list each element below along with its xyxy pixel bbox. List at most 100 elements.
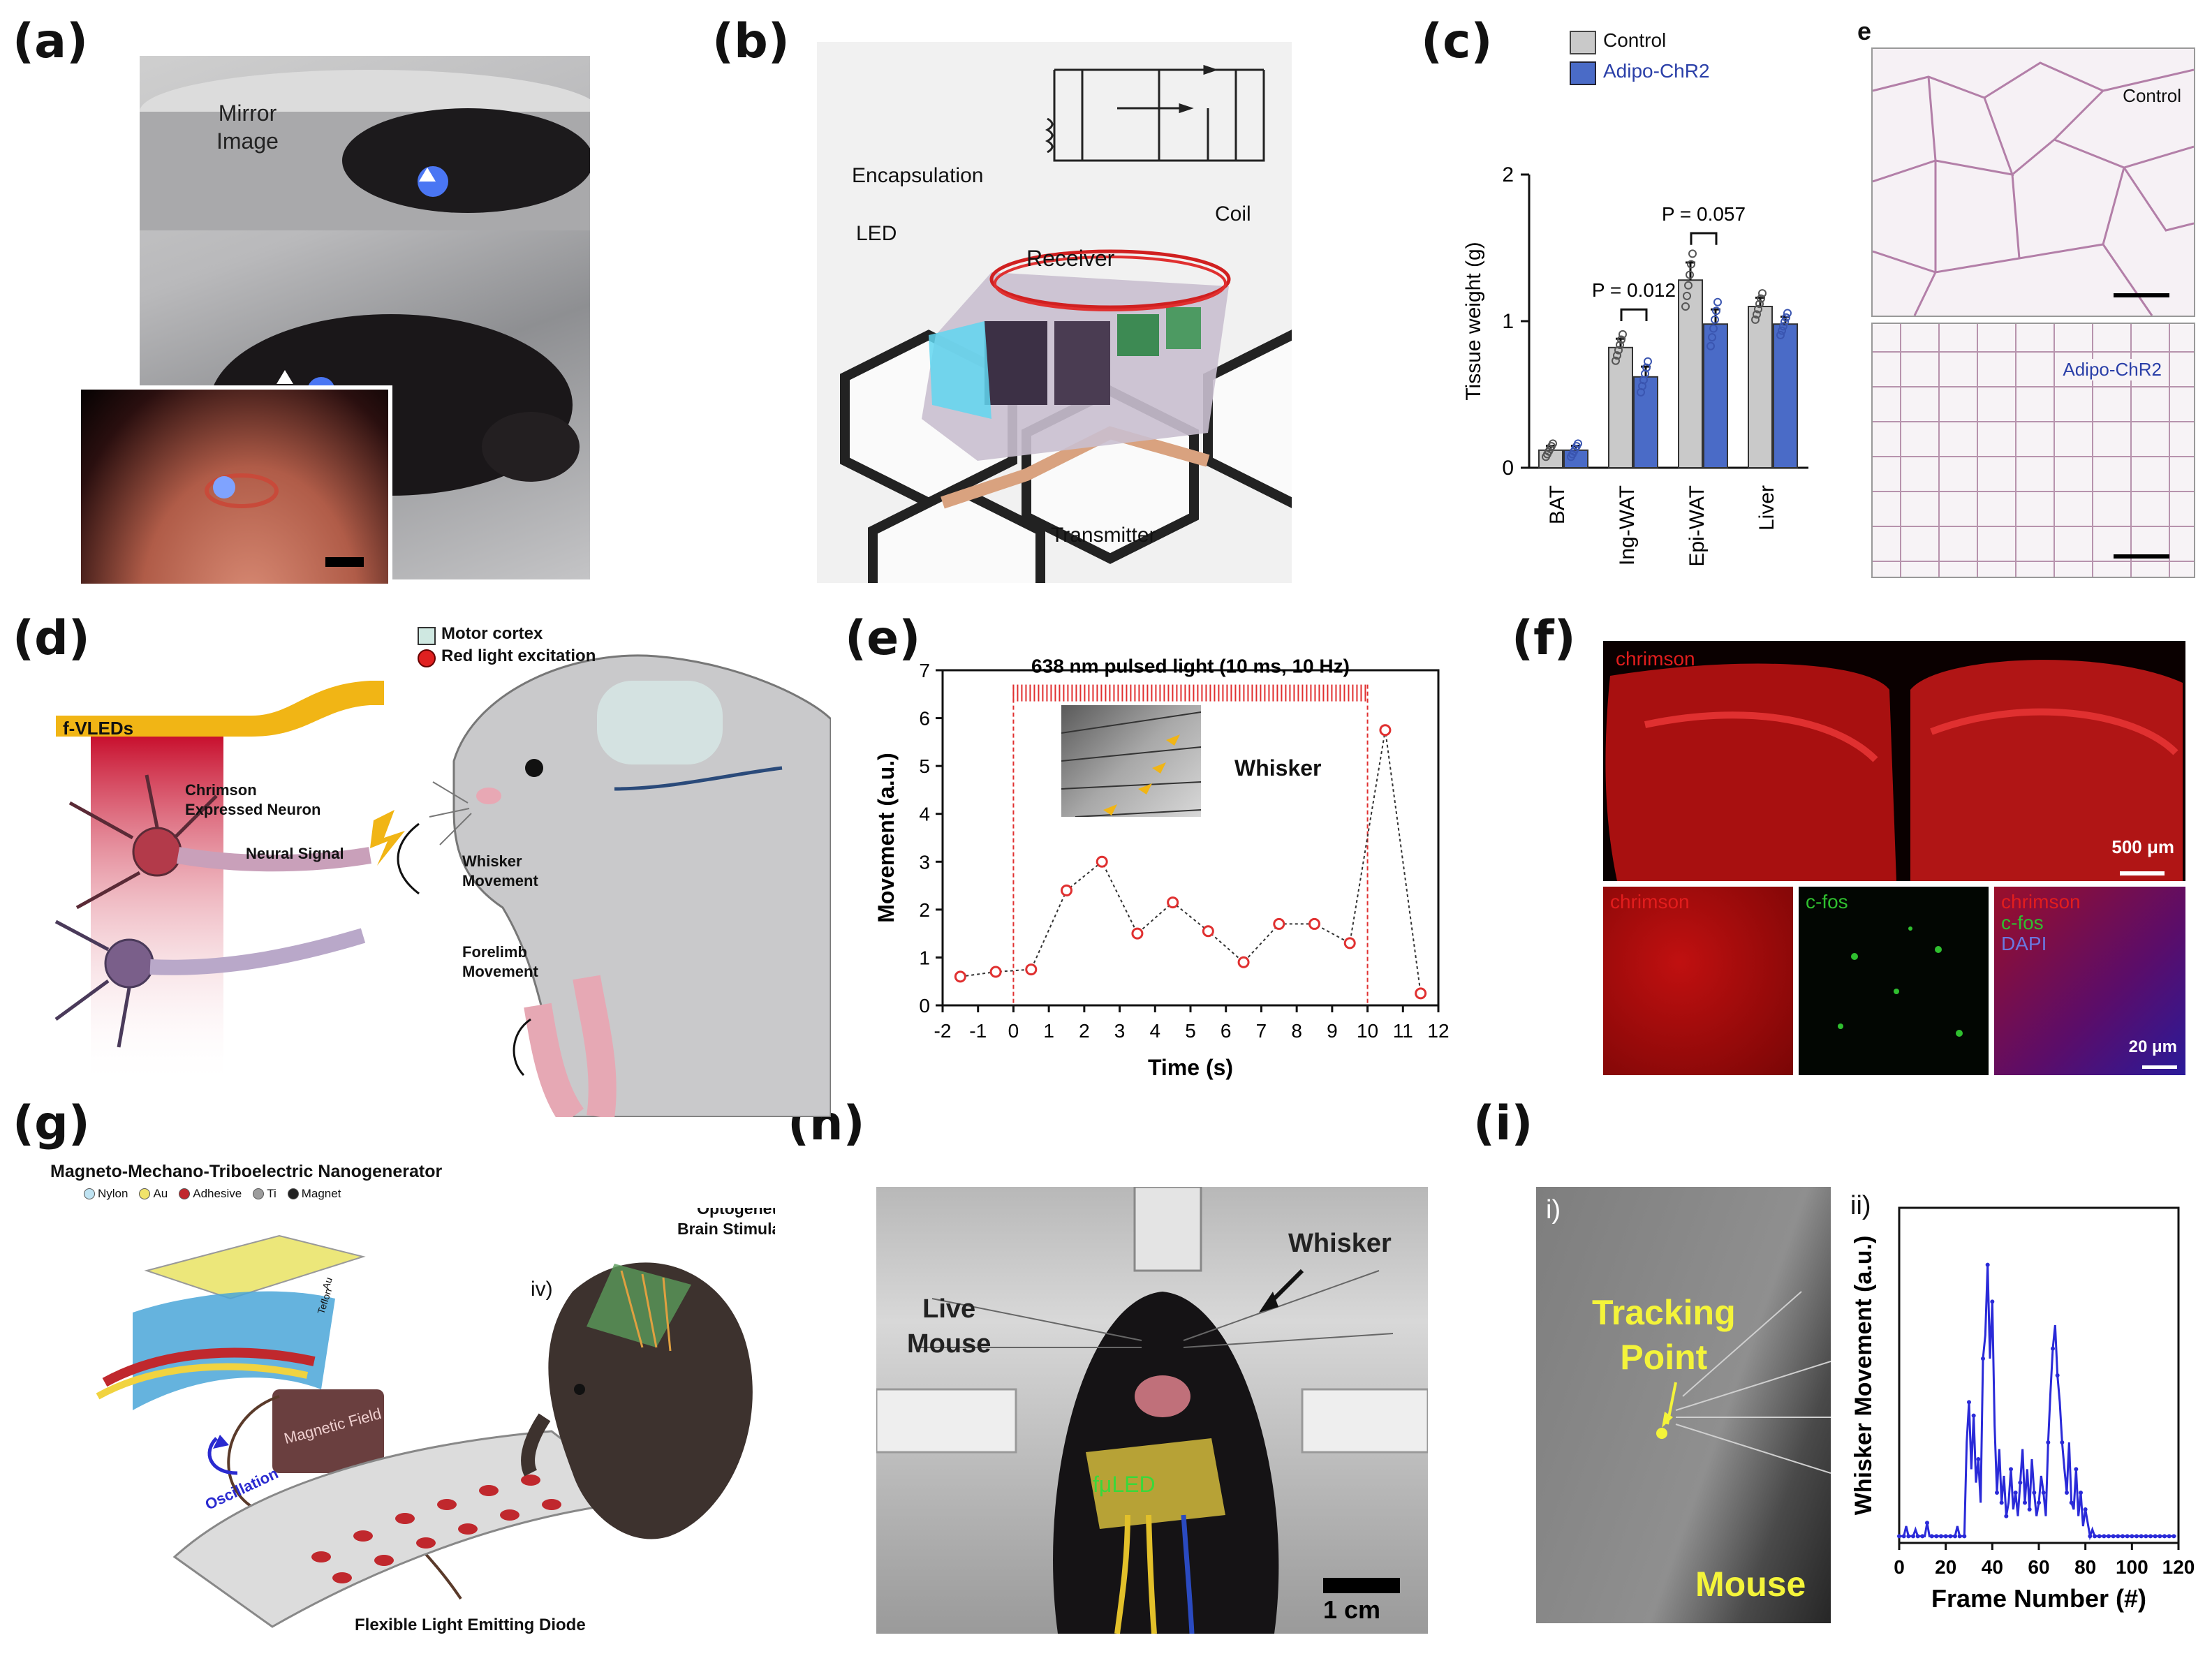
data-point	[2069, 1500, 2074, 1505]
data-point	[1943, 1534, 1948, 1539]
tile-merged: chrimson c-fos DAPI 20 μm	[1994, 887, 2185, 1075]
brain-section-chrimson: chrimson 500 μm	[1603, 641, 2185, 881]
data-point	[1934, 1534, 1939, 1539]
data-point	[1574, 439, 1582, 448]
histology-control: Control	[1871, 47, 2195, 317]
self-powered-label: Self-Powered Optogenetic Brain Stimulati…	[677, 1208, 775, 1238]
panel-label-c: (c)	[1421, 14, 1493, 69]
panel-label-f: (f)	[1512, 611, 1576, 666]
data-point	[1779, 322, 1787, 331]
y-tick-label: 7	[919, 660, 930, 681]
data-point	[1131, 927, 1144, 940]
x-tick-label: -2	[934, 1020, 952, 1042]
optogenetic-neuron-illustration: Motor cortex Red light excitation f-VLED…	[42, 614, 831, 1117]
legend-text: Magnet	[301, 1187, 341, 1200]
x-tick-label: 10	[1357, 1020, 1378, 1042]
x-tick-label: 2	[1079, 1020, 1090, 1042]
data-point	[2074, 1467, 2079, 1472]
f-vleds-label: f-VLEDs	[63, 718, 134, 739]
whisker-inset-label: Whisker	[1234, 755, 1322, 781]
au-layer	[144, 1234, 366, 1300]
whisker-movement-label: Whisker Movement	[462, 852, 538, 889]
mouse-illustration	[429, 654, 831, 1117]
y-tick-label: 2	[919, 899, 930, 921]
data-point	[1687, 260, 1695, 269]
data-point	[1911, 1534, 1915, 1539]
x-tick-label: 6	[1221, 1020, 1232, 1042]
data-point	[2055, 1373, 2060, 1377]
mmtng-illustration: Self-Powered Optogenetic Brain Stimulati…	[42, 1208, 775, 1641]
neural-signal-label: Neural Signal	[246, 845, 344, 862]
data-point	[1681, 302, 1690, 311]
x-tick-label: 5	[1185, 1020, 1196, 1042]
wireless-receiver-rendering: Encapsulation Coil LED Receiver Transmit…	[817, 42, 1292, 583]
legend-dot	[84, 1188, 95, 1199]
data-point	[1025, 963, 1038, 976]
data-point	[1237, 956, 1250, 968]
data-point	[1619, 330, 1627, 339]
scale-500um-label: 500 μm	[2111, 836, 2174, 857]
stim-title: 638 nm pulsed light (10 ms, 10 Hz)	[1031, 655, 1350, 677]
fuled-label: fμLED	[1093, 1472, 1156, 1497]
tile-merged-dapi-label: DAPI	[2001, 933, 2047, 954]
legend-text: Au	[153, 1187, 168, 1200]
scale-20um-label: 20 μm	[2128, 1037, 2177, 1056]
y-tick-label: 4	[919, 804, 930, 825]
data-point	[2148, 1534, 2153, 1539]
y-tick-label: 2	[1502, 163, 1514, 186]
data-point	[1906, 1534, 1911, 1539]
data-point	[2004, 1514, 2009, 1518]
second-neuron	[54, 919, 366, 1048]
x-tick-label: 80	[2074, 1556, 2096, 1578]
data-point	[1953, 1534, 1957, 1539]
data-point	[1686, 270, 1694, 279]
live-mouse-label: Live Mouse	[907, 1294, 991, 1359]
tile-c-fos: c-fos	[1799, 887, 1989, 1075]
legend-dot	[287, 1188, 299, 1199]
data-point	[1755, 300, 1764, 309]
whisker-inset-photo	[1061, 705, 1201, 817]
p-value-label: P = 0.012	[1592, 279, 1676, 301]
histology-control-label: Control	[2123, 85, 2181, 106]
receiver-label: Receiver	[1026, 246, 1115, 271]
data-point	[2116, 1534, 2121, 1539]
data-point	[1644, 357, 1652, 366]
mouse-illustration	[521, 1262, 753, 1539]
data-point	[2088, 1534, 2093, 1539]
legend-red-light-swatch	[418, 649, 436, 667]
data-point	[1971, 1413, 1976, 1418]
data-point	[1915, 1534, 1920, 1539]
x-tick-label: 12	[1427, 1020, 1449, 1042]
legend-motor-cortex-label: Motor cortex	[441, 624, 543, 643]
data-point	[2172, 1534, 2176, 1539]
data-point	[1683, 291, 1691, 300]
data-point	[2111, 1534, 2116, 1539]
legend-item-au: Au	[139, 1187, 168, 1201]
mmtng-title: Magneto-Mechano-Triboelectric Nanogenera…	[50, 1162, 443, 1181]
inset-ring-device-on-fingertip	[77, 385, 392, 588]
y-tick-label: 1	[919, 947, 930, 968]
x-tick-label: 100	[2116, 1556, 2148, 1578]
data-point	[2130, 1534, 2134, 1539]
data-point	[1920, 1534, 1925, 1539]
x-tick-label: 3	[1114, 1020, 1126, 1042]
data-point	[2093, 1534, 2097, 1539]
flexible-led-label: Flexible Light Emitting Diode	[355, 1616, 586, 1634]
x-tick-label: -1	[969, 1020, 987, 1042]
tile-merged-c-fos-label: c-fos	[2001, 912, 2044, 933]
legend-swatch-adipo-chr2	[1570, 61, 1596, 85]
data-point	[1617, 335, 1625, 344]
data-point	[1782, 313, 1790, 322]
data-point	[1308, 917, 1320, 930]
x-tick-label: 40	[1982, 1556, 2003, 1578]
data-point	[1995, 1491, 1999, 1495]
data-point	[1778, 326, 1786, 335]
fuled-device	[1086, 1438, 1225, 1529]
x-tick-label: 8	[1291, 1020, 1302, 1042]
legend-label-adipo-chr2: Adipo-ChR2	[1603, 60, 1710, 82]
data-point	[1967, 1400, 1971, 1405]
data-point	[989, 966, 1002, 978]
data-point	[1753, 310, 1761, 319]
data-point	[2013, 1491, 2018, 1495]
tile-chrimson: chrimson	[1603, 887, 1793, 1075]
